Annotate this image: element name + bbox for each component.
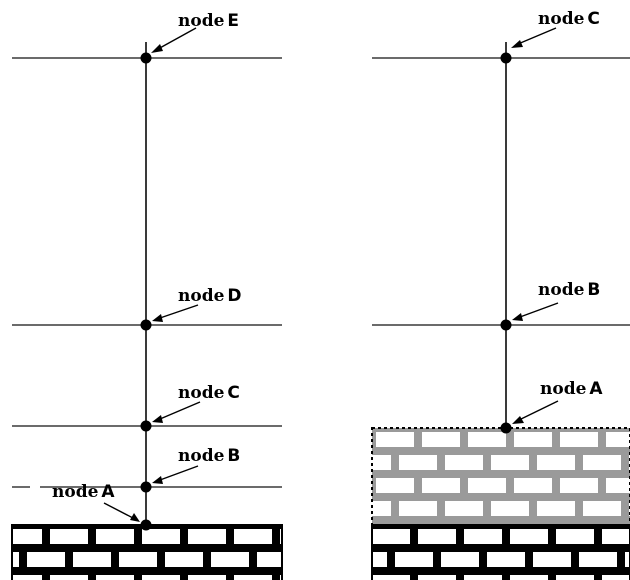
left-node-d-arrow (152, 304, 199, 322)
right-solid-brick-base (372, 525, 630, 580)
left-node-a-dot (140, 519, 152, 531)
left-solid-brick-base (12, 525, 282, 580)
right-node-c-arrow (511, 27, 557, 48)
left-node-d-dot (140, 319, 152, 331)
right-brick-base-outline (371, 524, 630, 580)
left-node-b-dot (140, 481, 152, 493)
right-node-b-dot (500, 319, 512, 331)
right-node-c-dot (500, 52, 512, 64)
left-node-e-arrow (151, 27, 197, 53)
right-node-a-dot (500, 422, 512, 434)
left-node-a-arrow (103, 502, 140, 522)
right-node-a-arrow (512, 400, 559, 424)
left-node-b-arrow (152, 465, 199, 484)
right-soft-brick-layer (372, 428, 630, 525)
left-node-c-dot (140, 420, 152, 432)
left-node-e-dot (140, 52, 152, 64)
right-node-b-arrow (512, 302, 559, 321)
left-node-c-arrow (152, 401, 201, 423)
